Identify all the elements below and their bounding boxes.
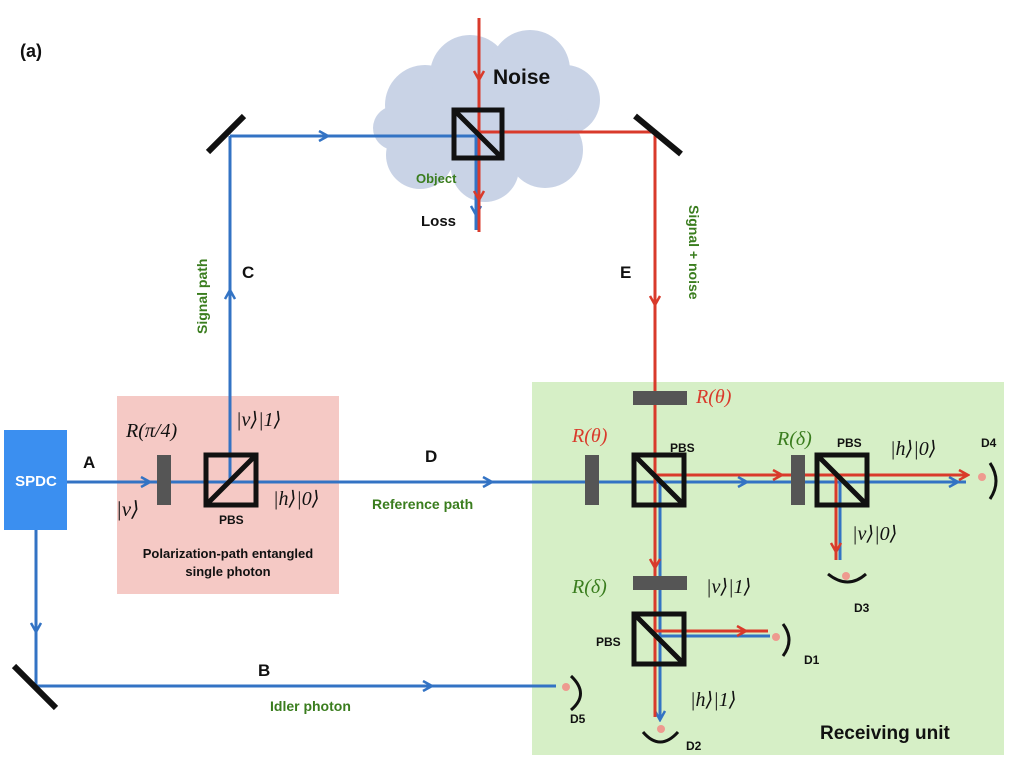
- red-beams: [477, 18, 968, 717]
- signal-path-label: Signal path: [194, 259, 210, 334]
- r-theta-horizontal-label: R(θ): [571, 425, 608, 447]
- label-e: E: [620, 263, 631, 282]
- v-in-label: |v⟩: [116, 497, 139, 521]
- label-d: D: [425, 447, 437, 466]
- v1-label: |v⟩|1⟩: [236, 409, 281, 431]
- noise-label: Noise: [493, 66, 550, 89]
- label-c: C: [242, 263, 254, 282]
- mirror-top-left: [205, 113, 247, 155]
- r-delta-vertical-label: R(δ): [571, 576, 607, 598]
- entanglement-box: [117, 396, 339, 594]
- detectors: [562, 462, 998, 744]
- red-arrows: [479, 58, 968, 631]
- pbs-source: [203, 452, 259, 508]
- h0-out-label: |h⟩|0⟩: [890, 438, 937, 460]
- pbs-main-label: PBS: [670, 441, 695, 455]
- wave-plates: [157, 391, 805, 590]
- r-delta-horizontal-label: R(δ): [776, 428, 812, 450]
- spdc-source: [4, 430, 67, 530]
- signal-noise-label: Signal + noise: [686, 205, 702, 300]
- h1-out-label: |h⟩|1⟩: [690, 689, 737, 711]
- blue-arrows: [36, 136, 958, 720]
- d3-label: D3: [854, 601, 870, 615]
- pbs-source-label: PBS: [219, 513, 244, 527]
- d4-label: D4: [981, 436, 997, 450]
- beam-splitters: [203, 107, 870, 667]
- object-splitter: [451, 107, 505, 161]
- label-b: B: [258, 661, 270, 680]
- v1-out-label: |v⟩|1⟩: [706, 576, 751, 598]
- detector-d1: [772, 623, 791, 657]
- detector-d2: [641, 725, 680, 744]
- plate-r-delta-vertical: [633, 576, 687, 590]
- pbs-right-label: PBS: [837, 436, 862, 450]
- reference-path-label: Reference path: [372, 496, 473, 512]
- object-label: Object: [416, 171, 457, 186]
- mirror-bottom-left: [11, 663, 59, 711]
- plate-r-theta-horizontal: [585, 455, 599, 505]
- d2-label: D2: [686, 739, 702, 753]
- loss-label: Loss: [421, 213, 456, 230]
- plate-r-delta-horizontal: [791, 455, 805, 505]
- noise-cloud: [373, 30, 600, 202]
- detector-d3: [827, 572, 867, 584]
- d1-label: D1: [804, 653, 820, 667]
- r-pi4-label: R(π/4): [125, 420, 177, 442]
- entangled-label-line1: Polarization-path entangled: [143, 546, 314, 561]
- panel-label: (a): [20, 41, 42, 61]
- mirror-top-right: [633, 113, 683, 157]
- entangled-label-line2: single photon: [185, 564, 270, 579]
- receiving-unit-box: [532, 382, 1004, 755]
- pbs-bottom-label: PBS: [596, 635, 621, 649]
- mirrors: [11, 113, 683, 711]
- idler-photon-label: Idler photon: [270, 698, 351, 714]
- detector-d4: [978, 462, 998, 500]
- detector-d5: [562, 674, 582, 712]
- pbs-receiver-bottom: [631, 611, 687, 667]
- r-theta-vertical-label: R(θ): [695, 386, 732, 408]
- h0-label: |h⟩|0⟩: [273, 488, 320, 510]
- pbs-receiver-main: [631, 452, 687, 508]
- v0-out-label: |v⟩|0⟩: [852, 523, 897, 545]
- d5-label: D5: [570, 712, 586, 726]
- label-a: A: [83, 453, 95, 472]
- plate-r-pi4: [157, 455, 171, 505]
- spdc-label: SPDC: [15, 473, 57, 490]
- plate-r-theta-vertical: [633, 391, 687, 405]
- pbs-receiver-right: [814, 452, 870, 508]
- receiving-unit-label: Receiving unit: [820, 723, 951, 744]
